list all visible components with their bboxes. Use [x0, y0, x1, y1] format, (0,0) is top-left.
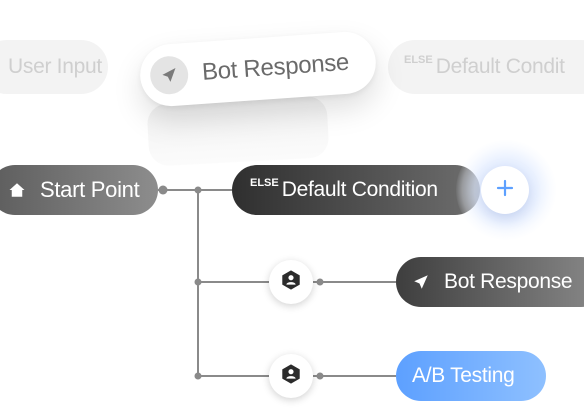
start-point-label: Start Point [40, 177, 140, 202]
default-condition-label: Default Condit [435, 55, 565, 78]
default-condition-chip-faded[interactable]: ELSE Default Condit [388, 40, 584, 94]
drag-shadow [146, 95, 330, 167]
user-node-button[interactable] [269, 260, 313, 304]
connector-dot [194, 186, 202, 194]
connector-dot [316, 372, 324, 380]
send-icon [148, 54, 190, 96]
connector-dot [194, 278, 202, 286]
default-condition-label: Default Condition [281, 178, 438, 201]
bot-response-card-label: Bot Response [201, 48, 350, 86]
else-tag: ELSE [404, 54, 433, 66]
bot-response-drag-card[interactable]: Bot Response [138, 29, 378, 109]
user-node-button[interactable] [269, 354, 313, 398]
plus-icon [495, 178, 515, 203]
bot-response-label: Bot Response [444, 270, 573, 293]
connector-dot [194, 372, 202, 380]
user-hexagon-icon [280, 269, 302, 296]
add-branch-button[interactable] [481, 166, 529, 214]
send-icon [412, 273, 430, 291]
start-point-node[interactable]: Start Point [0, 165, 158, 215]
bot-response-node[interactable]: Bot Response [396, 257, 584, 307]
home-icon [8, 181, 26, 199]
user-input-label: User Input [8, 55, 102, 78]
connector-dot [158, 185, 168, 195]
ab-testing-label: A/B Testing [412, 364, 515, 387]
else-tag: ELSE [250, 177, 279, 189]
user-hexagon-icon [280, 363, 302, 390]
connector-dot [316, 278, 324, 286]
user-input-chip[interactable]: User Input [0, 40, 108, 94]
default-condition-node[interactable]: ELSE Default Condition [232, 165, 480, 215]
ab-testing-node[interactable]: A/B Testing [396, 351, 546, 401]
